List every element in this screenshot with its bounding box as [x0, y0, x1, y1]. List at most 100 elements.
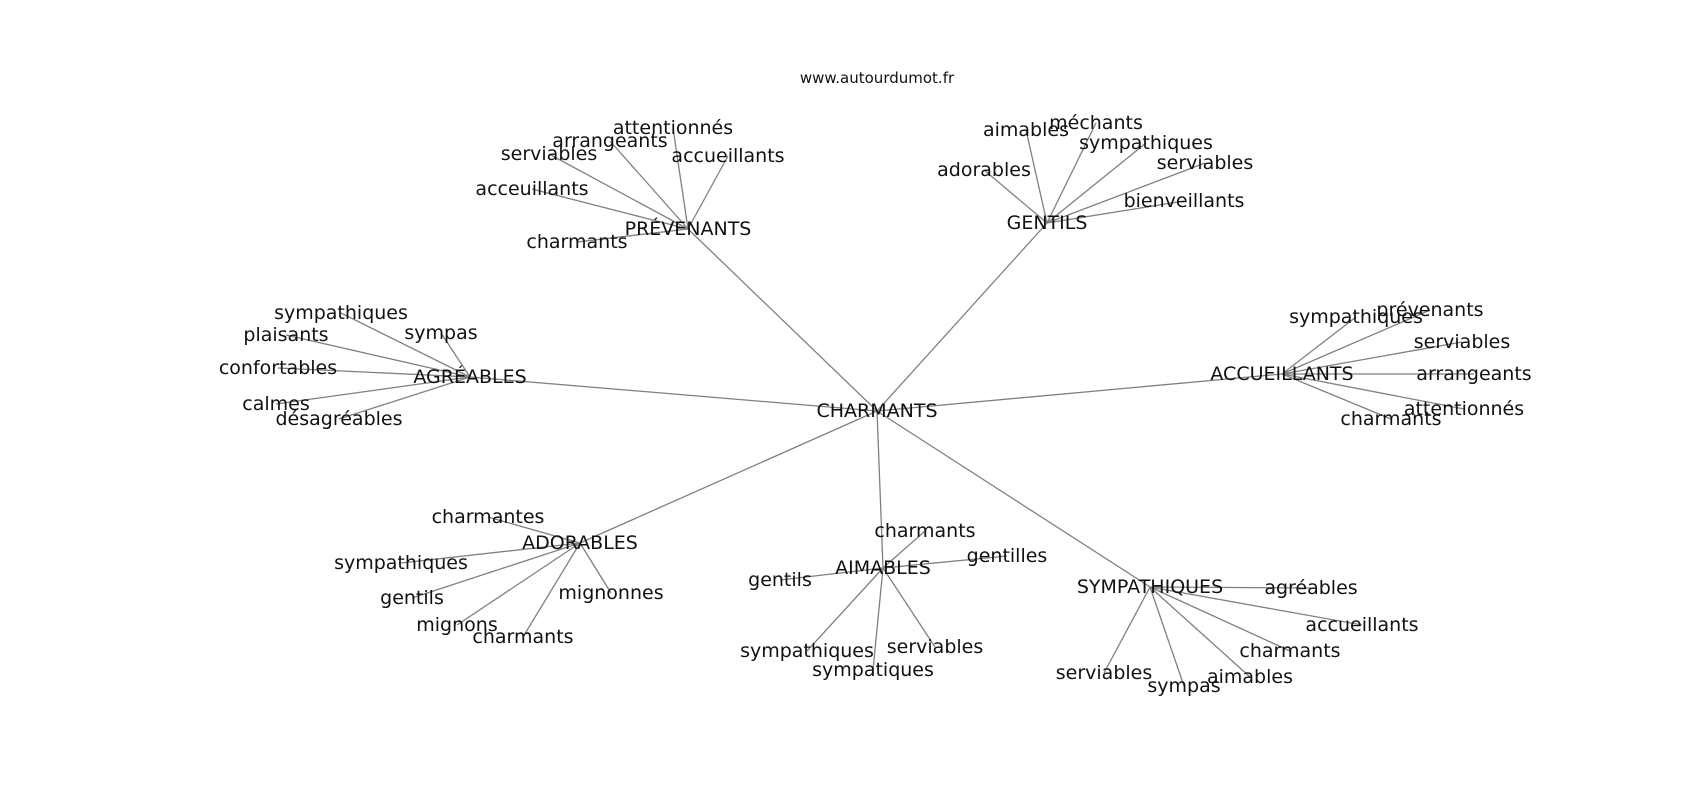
leaf-node-label: charmants	[526, 231, 627, 253]
edge-hub-leaf	[687, 155, 729, 230]
edge-hub-leaf	[411, 542, 581, 599]
source-credit: www.autourdumot.fr	[800, 69, 955, 87]
leaf-node-label: charmants	[1239, 640, 1340, 662]
leaf-node-label: serviables	[1414, 331, 1511, 353]
leaf-node-label: charmants	[874, 520, 975, 542]
edge-center-hub	[876, 222, 1048, 412]
leaf-node-label: accueillants	[1305, 614, 1418, 636]
edge-hub-leaf	[882, 567, 936, 648]
edge-hub-leaf	[779, 567, 884, 581]
edge-center-hub	[876, 410, 884, 569]
leaf-node-label: mignonnes	[558, 582, 663, 604]
edge-hub-leaf	[522, 542, 581, 638]
edge-hub-leaf	[548, 153, 689, 230]
edge-hub-leaf	[340, 312, 471, 378]
edge-center-hub	[579, 410, 878, 544]
leaf-node-label: sympathiques	[1079, 132, 1213, 154]
edge-hub-leaf	[1281, 309, 1431, 375]
leaf-node-label: prévenants	[1376, 299, 1483, 321]
edge-hub-leaf	[1149, 586, 1291, 652]
leaf-node-label: mignons	[416, 614, 497, 636]
leaf-node-label: arrangeants	[552, 130, 667, 152]
leaf-node-label: charmants	[472, 626, 573, 648]
edge-hub-leaf	[579, 542, 612, 594]
leaf-node-label: arrangeants	[1416, 363, 1531, 385]
edge-hub-leaf	[609, 140, 689, 230]
leaf-node-label: serviables	[1157, 152, 1254, 174]
leaf-node-label: accueillants	[671, 145, 784, 167]
hub-node-label: GENTILS	[1007, 212, 1088, 234]
edge-hub-leaf	[576, 228, 689, 243]
edge-hub-leaf	[672, 127, 689, 230]
leaf-node-label: serviables	[501, 143, 598, 165]
leaf-node-label: aimables	[1207, 666, 1293, 688]
leaf-node-label: sympatiques	[812, 659, 934, 681]
leaf-node-label: calmes	[242, 393, 309, 415]
edge-hub-leaf	[1149, 586, 1251, 678]
hub-node-label: ADORABLES	[522, 532, 638, 554]
edge-hub-leaf	[1149, 586, 1363, 626]
leaf-node-label: aimables	[983, 119, 1069, 141]
leaf-node-label: méchants	[1049, 112, 1143, 134]
leaf-node-label: gentils	[380, 587, 444, 609]
leaf-node-label: agréables	[1264, 577, 1357, 599]
graph-edges	[275, 122, 1474, 687]
leaf-node-label: attentionnés	[1404, 398, 1524, 420]
leaf-node-label: sympathiques	[334, 552, 468, 574]
edge-hub-leaf	[882, 555, 1008, 569]
leaf-node-label: charmantes	[432, 506, 545, 528]
edge-hub-leaf	[1149, 586, 1185, 687]
hub-node-label: AIMABLES	[835, 557, 931, 579]
edge-hub-leaf	[338, 376, 471, 420]
edge-hub-leaf	[440, 332, 471, 378]
hub-node-label: SYMPATHIQUES	[1077, 576, 1223, 598]
edge-hub-leaf	[1046, 142, 1147, 224]
edge-center-hub	[876, 373, 1283, 412]
edge-hub-leaf	[1025, 129, 1048, 224]
leaf-node-label: sympas	[1147, 675, 1220, 697]
edge-hub-leaf	[277, 367, 471, 378]
edge-hub-leaf	[400, 542, 581, 564]
edge-hub-leaf	[531, 188, 689, 230]
edge-hub-leaf	[456, 542, 581, 626]
leaf-node-label: gentilles	[967, 545, 1048, 567]
edge-hub-leaf	[275, 376, 471, 405]
leaf-node-label: sympathiques	[1289, 306, 1423, 328]
center-node-label: CHARMANTS	[816, 400, 937, 422]
edge-center-hub	[469, 376, 878, 412]
edge-hub-leaf	[983, 169, 1048, 224]
leaf-node-label: bienveillants	[1124, 190, 1245, 212]
leaf-node-label: gentils	[748, 569, 812, 591]
hub-node-label: AGRÉABLES	[413, 365, 526, 388]
leaf-node-label: sympathiques	[740, 640, 874, 662]
edge-hub-leaf	[487, 516, 581, 544]
edge-hub-leaf	[1103, 586, 1151, 674]
leaf-node-label: adorables	[937, 159, 1031, 181]
edge-center-hub	[876, 410, 1151, 588]
edge-hub-leaf	[1046, 200, 1185, 224]
edge-hub-leaf	[1046, 122, 1097, 224]
edge-hub-leaf	[1281, 373, 1392, 420]
edge-center-hub	[687, 228, 878, 412]
edge-hub-leaf	[882, 530, 926, 569]
leaf-node-label: sympas	[404, 322, 477, 344]
leaf-node-label: attentionnés	[613, 117, 733, 139]
edge-hub-leaf	[1046, 162, 1206, 224]
edge-hub-leaf	[806, 567, 884, 652]
edge-hub-leaf	[872, 567, 884, 671]
leaf-node-label: confortables	[219, 357, 337, 379]
leaf-node-label: plaisants	[243, 324, 328, 346]
leaf-node-label: acceuillants	[475, 178, 588, 200]
hub-node-label: ACCUEILLANTS	[1210, 363, 1353, 385]
graph-labels: CHARMANTSPRÉVENANTSattentionnésarrangean…	[219, 112, 1532, 697]
hub-node-label: PRÉVENANTS	[625, 217, 752, 240]
leaf-node-label: serviables	[1056, 662, 1153, 684]
leaf-node-label: désagréables	[275, 408, 402, 430]
leaf-node-label: charmants	[1340, 408, 1441, 430]
edge-hub-leaf	[1281, 316, 1357, 375]
edge-hub-leaf	[1281, 341, 1463, 375]
edge-hub-leaf	[1149, 586, 1312, 589]
edge-hub-leaf	[285, 334, 471, 378]
leaf-node-label: sympathiques	[274, 302, 408, 324]
